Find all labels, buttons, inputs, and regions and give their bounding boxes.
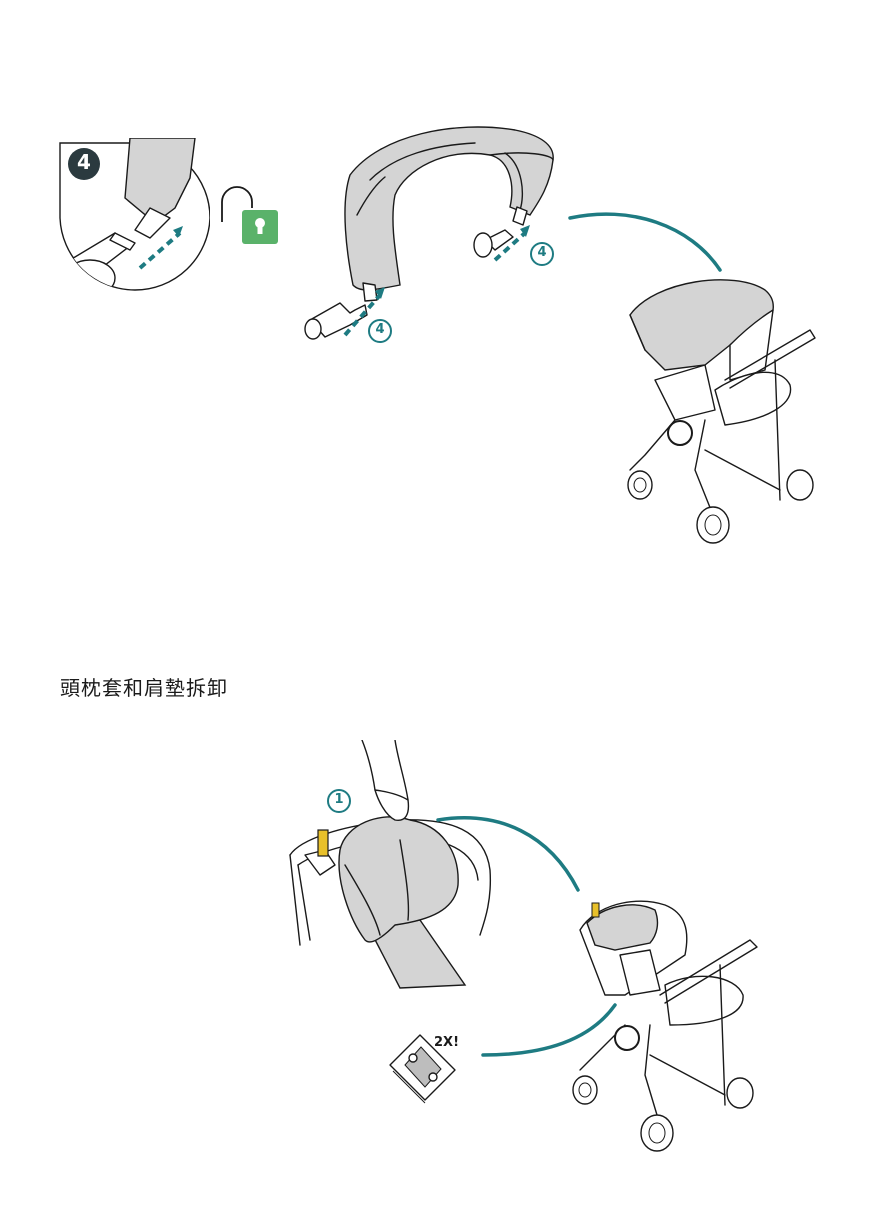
step-badge-headrest — [327, 789, 351, 813]
section-title: 頭枕套和肩墊拆卸 — [60, 676, 228, 700]
stroller-without-canopy — [572, 900, 758, 1152]
step-number-right-clip: 4 — [537, 245, 547, 260]
stroller-with-canopy — [627, 279, 816, 544]
step-number-detail: 4 — [77, 150, 91, 174]
step-badge-left-clip — [368, 319, 392, 343]
shoulder-pad-illustration — [389, 1034, 456, 1104]
step-number-left-clip: 4 — [375, 322, 385, 337]
step-badge-right-clip — [530, 242, 554, 266]
clip-detail-inset — [59, 138, 210, 291]
connector-arc-shoulder-pad — [481, 1003, 617, 1057]
connector-arc-top — [568, 212, 722, 272]
step-badge-detail — [68, 148, 100, 180]
unlock-padlock-icon — [221, 186, 278, 244]
canopy-illustration — [304, 126, 554, 340]
step-number-headrest: 1 — [334, 792, 344, 807]
repeat-count-label: 2X! — [434, 1035, 459, 1050]
connector-arc-headrest — [436, 816, 580, 892]
headrest-closeup-illustration — [289, 740, 492, 989]
